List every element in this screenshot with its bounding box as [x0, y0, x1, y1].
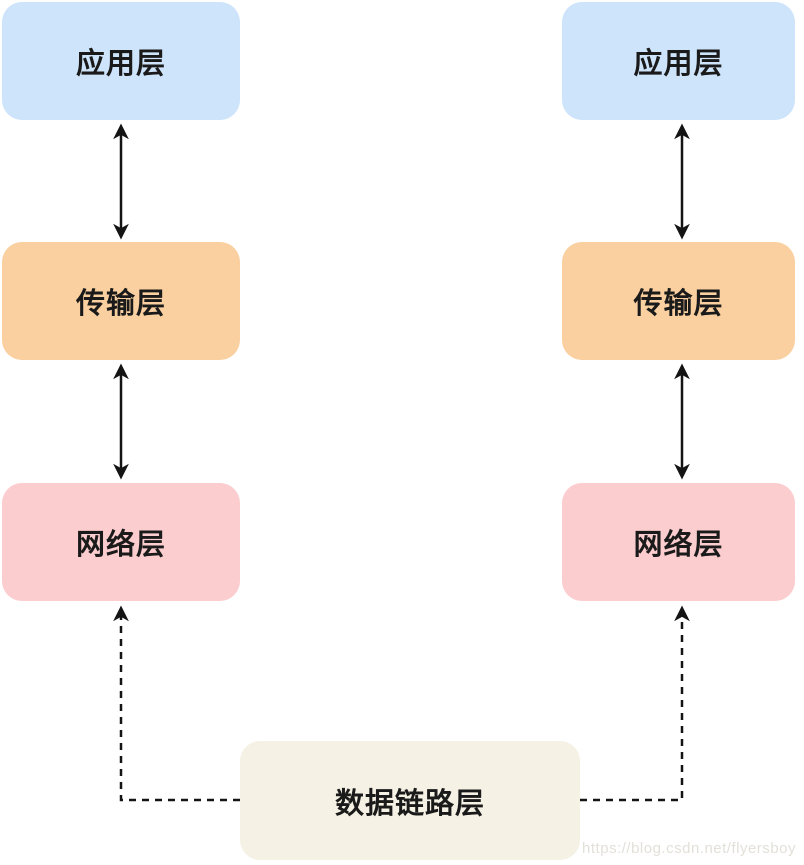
node-network-right-label: 网络层	[633, 529, 724, 561]
dashed-arrow-datalink-to-left-network	[113, 605, 240, 802]
node-transport-left: 传输层	[2, 242, 240, 360]
node-datalink: 数据链路层	[240, 741, 580, 860]
node-transport-right-label: 传输层	[633, 288, 724, 320]
node-network-left-label: 网络层	[75, 529, 166, 561]
node-network-left: 网络层	[2, 483, 240, 601]
node-application-left: 应用层	[2, 2, 240, 120]
dashed-arrow-datalink-to-right-network	[580, 605, 690, 802]
node-datalink-label: 数据链路层	[334, 787, 485, 820]
watermark: https://blog.csdn.net/flyersboy	[582, 840, 796, 857]
node-network-right: 网络层	[562, 483, 795, 601]
node-transport-left-label: 传输层	[75, 288, 166, 320]
node-application-left-label: 应用层	[75, 48, 166, 80]
node-application-right-label: 应用层	[633, 48, 724, 80]
node-transport-right: 传输层	[562, 242, 795, 360]
node-application-right: 应用层	[562, 2, 795, 120]
